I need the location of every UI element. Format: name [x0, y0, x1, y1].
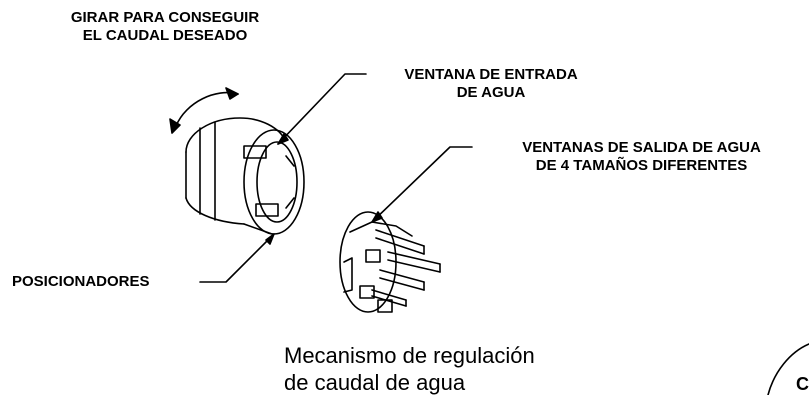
- inlet-window-line1: VENTANA DE ENTRADA: [404, 66, 578, 83]
- caption-line2: de caudal de agua: [284, 370, 466, 395]
- corner-text-fragment: C: [796, 374, 809, 394]
- rotate-instruction-line2: EL CAUDAL DESEADO: [82, 27, 248, 44]
- rotate-instruction-line1: GIRAR PARA CONSEGUIR: [70, 9, 260, 26]
- caption-line1: Mecanismo de regulación: [284, 343, 535, 368]
- outlet-windows-line2: DE 4 TAMAÑOS DIFERENTES: [535, 157, 748, 174]
- inlet-window-line2: DE AGUA: [456, 84, 526, 101]
- diagram-caption: Mecanismo de regulación de caudal de agu…: [284, 342, 535, 396]
- inlet-window-label: VENTANA DE ENTRADA DE AGUA: [366, 66, 616, 102]
- corner-circle-edge: [767, 343, 809, 395]
- positioners-label: POSICIONADORES: [12, 273, 150, 290]
- inner-rotor: [339, 211, 441, 313]
- outlet-windows-label: VENTANAS DE SALIDA DE AGUA DE 4 TAMAÑOS …: [474, 139, 809, 175]
- leader-lines: [199, 73, 473, 283]
- rotation-arrow: [169, 87, 239, 134]
- rotate-instruction-label: GIRAR PARA CONSEGUIR EL CAUDAL DESEADO: [50, 9, 280, 45]
- outlet-windows-line1: VENTANAS DE SALIDA DE AGUA: [522, 139, 761, 156]
